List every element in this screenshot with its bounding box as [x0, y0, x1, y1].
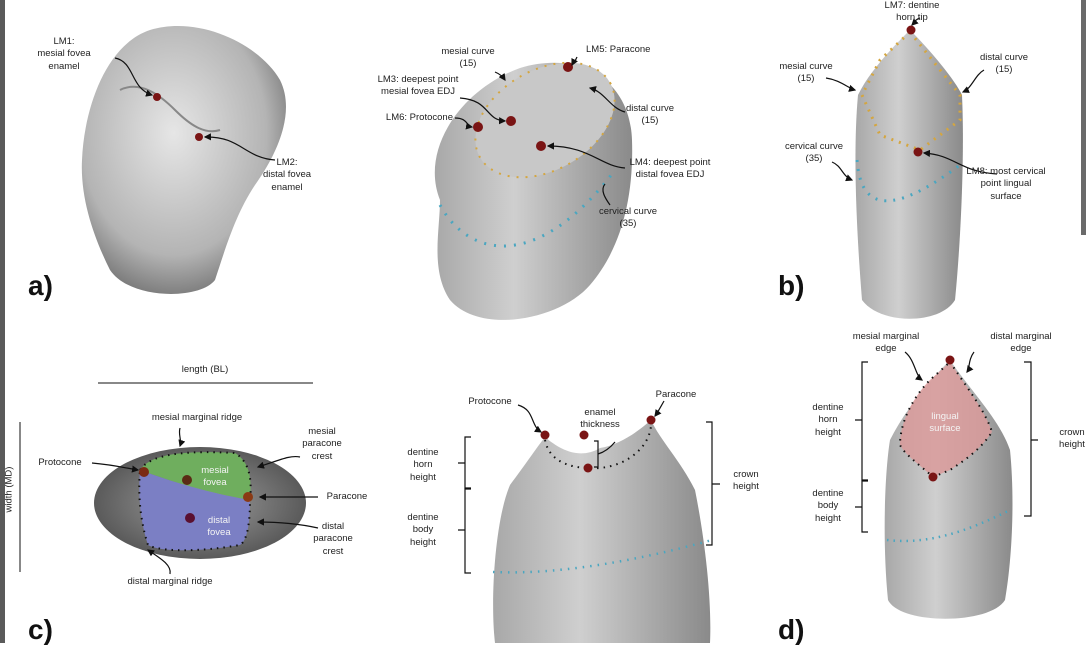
- label-lm4: LM4: deepest point distal fovea EDJ: [629, 157, 711, 181]
- tooth-c-side: [458, 400, 720, 643]
- label-lm3: LM3: deepest point mesial fovea EDJ: [377, 74, 459, 98]
- label-distal-marginal-ridge: distal marginal ridge: [127, 576, 213, 587]
- left-border: [0, 0, 5, 643]
- label-mesial-curve: mesial curve (15): [441, 46, 495, 70]
- label-cervical-curve: cervical curve (35): [598, 206, 658, 230]
- label-mesial-marginal-ridge: mesial marginal ridge: [151, 412, 243, 423]
- tooth-b-occlusal: [434, 56, 633, 320]
- label-protocone-side: Protocone: [468, 396, 512, 407]
- label-mesial-fovea: mesial fovea: [201, 465, 229, 489]
- label-cervical-curve-lingual: cervical curve (35): [784, 141, 844, 165]
- panel-label-a: a): [28, 270, 53, 301]
- label-lm8: LM8: most cervical point lingual surface: [966, 166, 1046, 202]
- tooth-c-occlusal: [19, 382, 319, 575]
- label-distal-curve: distal curve (15): [625, 103, 675, 127]
- label-width-md: width (MD): [3, 466, 15, 513]
- label-distal-fovea: distal fovea: [207, 515, 231, 539]
- label-dentine-body-height-d: dentine body height: [812, 488, 844, 524]
- label-lm1: LM1: mesial fovea enamel: [37, 36, 91, 72]
- label-length-bl: length (BL): [181, 364, 229, 375]
- label-lingual-surface: lingual surface: [929, 411, 961, 435]
- label-lm6: LM6: Protocone: [385, 112, 453, 123]
- right-border: [1081, 0, 1086, 235]
- label-enamel-thickness: enamel thickness: [580, 407, 620, 431]
- label-lm7: LM7: dentine horn tip: [884, 0, 940, 24]
- label-crown-height: crown height: [733, 469, 759, 493]
- tooth-b-lingual: [825, 17, 998, 319]
- label-lm5: LM5: Paracone: [586, 44, 651, 55]
- label-protocone: Protocone: [38, 457, 82, 468]
- label-mesial-marginal-edge: mesial marginal edge: [852, 331, 920, 355]
- panel-label-b: b): [778, 270, 805, 301]
- label-dentine-horn-height-d: dentine horn height: [812, 402, 844, 438]
- label-paracone-side: Paracone: [655, 389, 697, 400]
- panel-label-c: c): [28, 614, 53, 645]
- label-mesial-curve-lingual: mesial curve (15): [779, 61, 833, 85]
- label-crown-height-d: crown height: [1059, 427, 1085, 451]
- tooth-a-occlusal: [81, 26, 286, 294]
- lm2-dot: [195, 133, 203, 141]
- label-paracone: Paracone: [326, 491, 368, 502]
- panel-label-d: d): [778, 614, 805, 645]
- label-lm2: LM2: distal fovea enamel: [262, 157, 312, 193]
- label-distal-marginal-edge: distal marginal edge: [990, 331, 1052, 355]
- label-dentine-horn-height: dentine horn height: [407, 447, 439, 483]
- label-dentine-body-height: dentine body height: [407, 512, 439, 548]
- tooth-d-lingual: [855, 351, 1038, 619]
- lm1-dot: [153, 93, 161, 101]
- label-mesial-paracone-crest: mesial paracone crest: [302, 426, 342, 462]
- label-distal-curve-lingual: distal curve (15): [979, 52, 1029, 76]
- label-distal-paracone-crest: distal paracone crest: [313, 521, 353, 557]
